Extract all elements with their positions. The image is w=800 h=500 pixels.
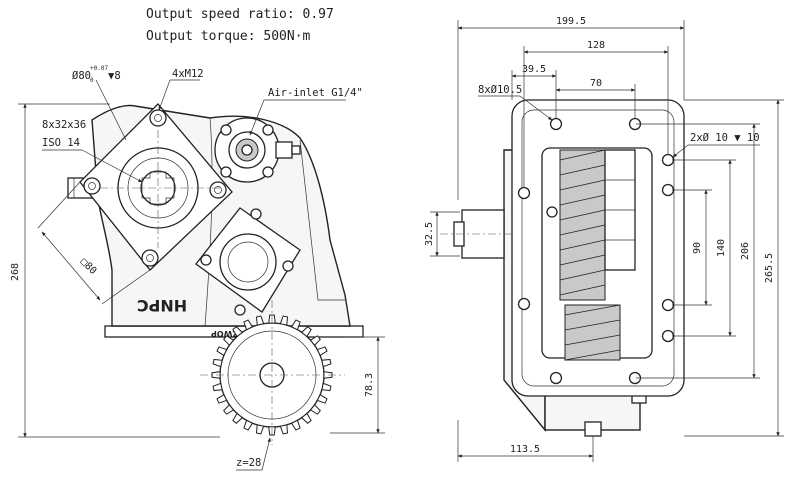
output-bore [219,233,277,291]
dim-268: 268 [10,263,21,281]
spline-spec: 8x32x36 [42,119,86,131]
left-view: HNPC HZWOP 268 78.3 □80 Ø80 +0.07 [10,65,385,471]
helical-gear-lower [564,304,621,361]
dim-70: 70 [590,78,602,89]
dim-140: 140 [716,239,727,257]
gear-tooth [290,419,301,431]
dim-32-5: 32.5 [424,222,435,246]
flange-holes [517,117,675,385]
gear-teeth-label: z=28 [236,457,261,469]
gear-tooth [243,419,254,431]
flange-depth: ▼8 [108,70,121,82]
spec-speed-ratio: Output speed ratio: 0.97 [146,7,334,22]
gear-tooth [255,424,265,435]
drain-plug [584,421,602,437]
dim-199-5: 199.5 [556,16,586,27]
dim-128: 128 [587,40,605,51]
flange-bolt-4 [83,177,101,195]
output-gear [200,300,345,445]
gear-tooth [316,346,328,357]
holes-main-label: 8xØ10.5 [478,84,522,96]
gear-tooth [212,382,223,392]
gear-tooth [223,404,235,415]
flange-bolt-2 [209,181,227,199]
gear-tooth [309,335,321,346]
gear-tooth [316,393,328,404]
gear-tooth [301,412,312,424]
gear-tooth [216,393,228,404]
air-inlet-label: Air-inlet G1/4" [268,87,363,99]
gear-tooth [232,326,243,338]
bolt-spec: 4xM12 [172,68,204,80]
flange-bolt-1 [149,109,167,127]
brand-label: HNPC [137,296,187,315]
dim-113-5: 113.5 [510,444,540,455]
dim-206: 206 [740,242,751,260]
gear-tooth [279,424,289,435]
dim-square-80: □80 [78,256,99,277]
gear-tooth [216,346,228,357]
gear-tooth [212,358,223,368]
right-view: 199.5 128 39.5 70 8xØ10.5 2xØ 10 ▼ 10 32… [424,16,784,462]
dim-90: 90 [692,242,703,254]
gear-tooth [301,326,312,338]
gear-tooth [290,319,301,331]
gear-tooth [309,404,321,415]
brand-label-mirrored: HZWOP [211,329,245,338]
flange-tol-upper: +0.07 [90,65,108,72]
gear-tooth [321,358,332,368]
helical-gear-upper [559,149,606,301]
spline-standard: ISO 14 [42,137,80,149]
gear-tooth [279,315,289,326]
gear-tooth [243,319,254,331]
holes-side-label: 2xØ 10 ▼ 10 [690,132,760,144]
gear-tooth [321,382,332,392]
gear-tooth [255,315,265,326]
dim-78-3: 78.3 [364,373,375,397]
flange-bolt-3 [141,249,159,267]
spec-output-torque: Output torque: 500N·m [146,29,311,44]
gear-tooth [232,412,243,424]
air-fitting [275,141,293,159]
flange-tol-lower: 0 [90,77,94,84]
dim-265-5: 265.5 [764,253,775,283]
gear-tooth [223,335,235,346]
flange-dia: Ø80 [72,70,91,82]
dim-39-5: 39.5 [522,64,546,75]
gear-tooth [323,371,333,379]
